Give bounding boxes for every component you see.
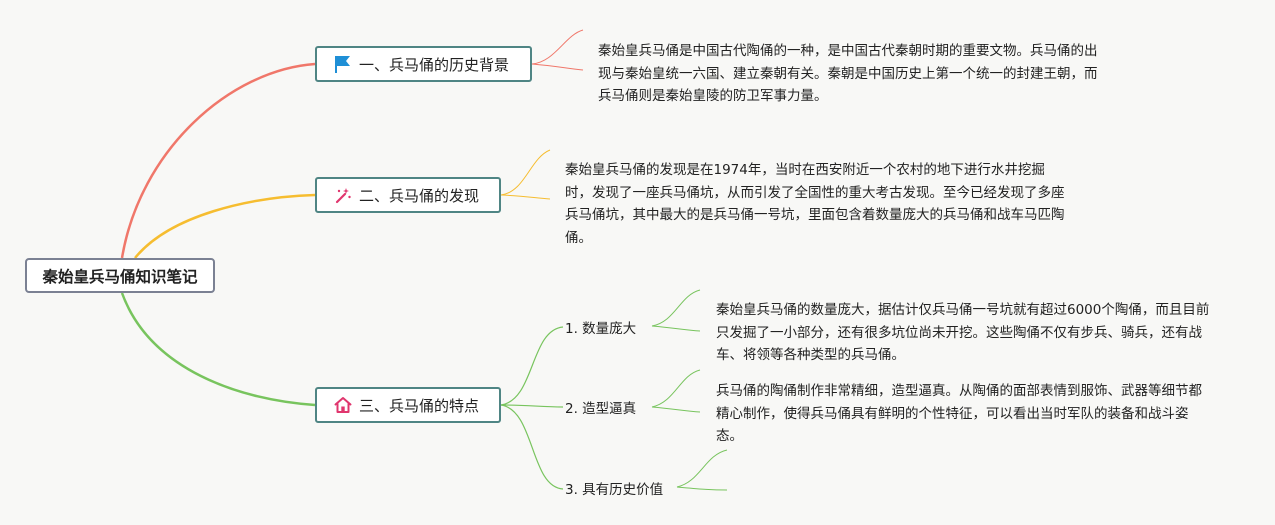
connector-root-branch-1 [120,62,316,259]
connector-branch-3-sub-3 [500,404,564,490]
connector-branch-2-note-b [500,194,551,200]
connector-branch-3-sub-1 [500,326,564,406]
magic-wand-icon [333,185,353,205]
connector-branch-1-note-b [531,63,584,71]
branch-label-history: 一、兵马俑的历史背景 [359,55,510,74]
flag-icon [333,54,353,74]
connector-sub-3-note-b [676,486,728,491]
branch-label-discovery: 二、兵马俑的发现 [359,186,480,205]
connector-sub-3-note [676,449,728,488]
home-icon [333,395,353,415]
sub-node-quantity[interactable]: 1. 数量庞大 [565,321,637,337]
root-label: 秦始皇兵马俑知识笔记 [42,267,198,286]
note-quantity: 秦始皇兵马俑的数量庞大，据估计仅兵马俑一号坑就有超过6000个陶俑，而且目前只发… [716,302,1210,363]
connector-sub-1-note [651,289,701,327]
connector-root-branch-2 [134,193,316,259]
sub-node-historical-value[interactable]: 3. 具有历史价值 [565,482,664,498]
connector-sub-1-note-b [651,325,701,332]
sub-node-realism[interactable]: 2. 造型逼真 [565,401,637,417]
branch-label-features: 三、兵马俑的特点 [359,396,480,415]
note-history: 秦始皇兵马俑是中国古代陶俑的一种，是中国古代秦朝时期的重要文物。兵马俑的出现与秦… [598,43,1098,104]
connector-branch-2-note [500,149,551,196]
branch-node-history[interactable]: 一、兵马俑的历史背景 [315,46,532,82]
connector-sub-2-note-b [651,406,701,413]
note-discovery: 秦始皇兵马俑的发现是在1974年，当时在西安附近一个农村的地下进行水井挖掘时，发… [565,162,1065,246]
root-node[interactable]: 秦始皇兵马俑知识笔记 [25,258,215,293]
branch-node-features[interactable]: 三、兵马俑的特点 [315,387,501,423]
note-realism: 兵马俑的陶俑制作非常精细，造型逼真。从陶俑的面部表情到服饰、武器等细节都精心制作… [716,383,1202,444]
connector-branch-3-sub-2 [500,404,564,408]
connector-sub-2-note [651,369,701,408]
connector-branch-1-note [531,29,584,65]
branch-node-discovery[interactable]: 二、兵马俑的发现 [315,177,501,213]
connector-root-branch-3 [120,292,316,407]
